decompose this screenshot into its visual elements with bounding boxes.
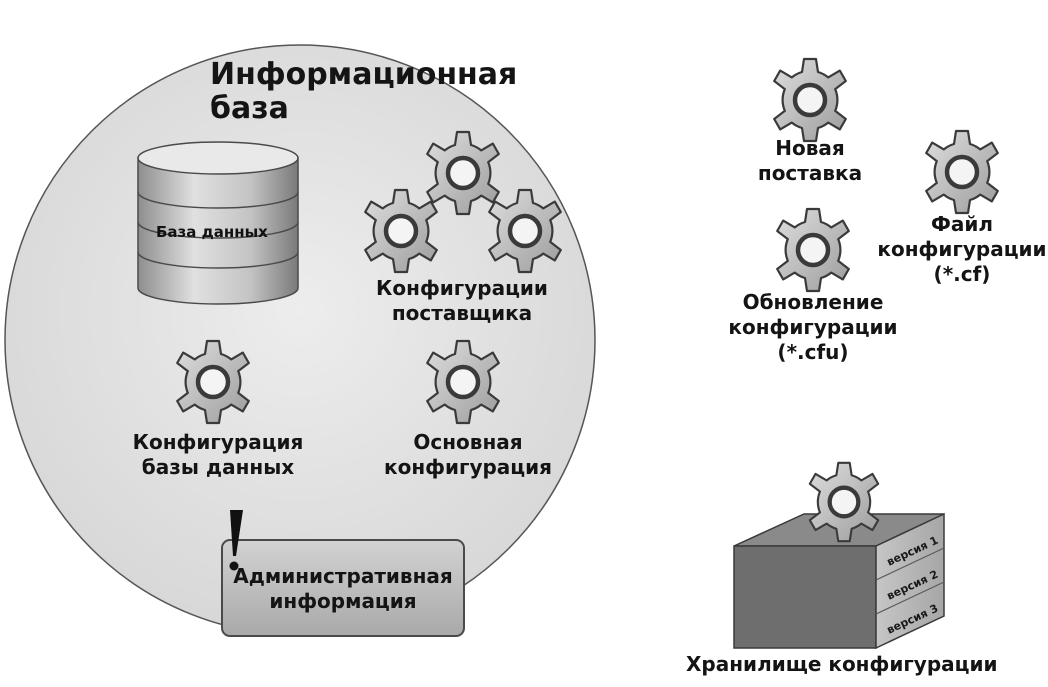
admin-info-line1: Административная — [233, 564, 453, 588]
config-file-line3: (*.cf) — [933, 262, 991, 286]
repository-label: Хранилище конфигурации — [686, 652, 998, 676]
config-update-label: Обновление конфигурации (*.cfu) — [713, 290, 913, 365]
vendor-configs-label: Конфигурации поставщика — [352, 276, 572, 326]
config-file-label: Файл конфигурации (*.cf) — [872, 212, 1048, 287]
config-update-line1: Обновление — [742, 290, 884, 314]
config-update-line2: конфигурации — [728, 315, 898, 339]
infobase-title-line1: Информационная — [210, 57, 518, 92]
admin-info-line2: информация — [269, 589, 417, 613]
config-file-line1: Файл — [931, 212, 993, 236]
database-label: База данных — [156, 223, 268, 241]
vendor-configs-line2: поставщика — [391, 301, 533, 325]
main-config-line1: Основная — [413, 430, 523, 454]
db-config-line2: базы данных — [141, 455, 295, 479]
database-cylinder-icon — [137, 141, 299, 305]
admin-info-box — [221, 539, 465, 637]
gear-icon — [774, 59, 846, 141]
admin-info-label: Административная информация — [222, 564, 464, 614]
infobase-title: Информационная база — [210, 58, 517, 126]
gear-icon — [926, 131, 998, 213]
db-config-line1: Конфигурация — [132, 430, 304, 454]
repository-box-icon — [733, 512, 945, 650]
new-delivery-line1: Новая — [775, 136, 845, 160]
gear-icon — [777, 209, 849, 291]
main-config-label: Основная конфигурация — [358, 430, 578, 480]
db-config-label: Конфигурация базы данных — [108, 430, 328, 480]
new-delivery-label: Новая поставка — [720, 136, 900, 186]
exclamation-icon — [229, 510, 243, 571]
vendor-configs-line1: Конфигурации — [376, 276, 548, 300]
new-delivery-line2: поставка — [757, 161, 863, 185]
infobase-title-line2: база — [210, 91, 289, 126]
main-config-line2: конфигурация — [384, 455, 552, 479]
config-file-line2: конфигурации — [877, 237, 1047, 261]
config-update-line3: (*.cfu) — [777, 340, 849, 364]
